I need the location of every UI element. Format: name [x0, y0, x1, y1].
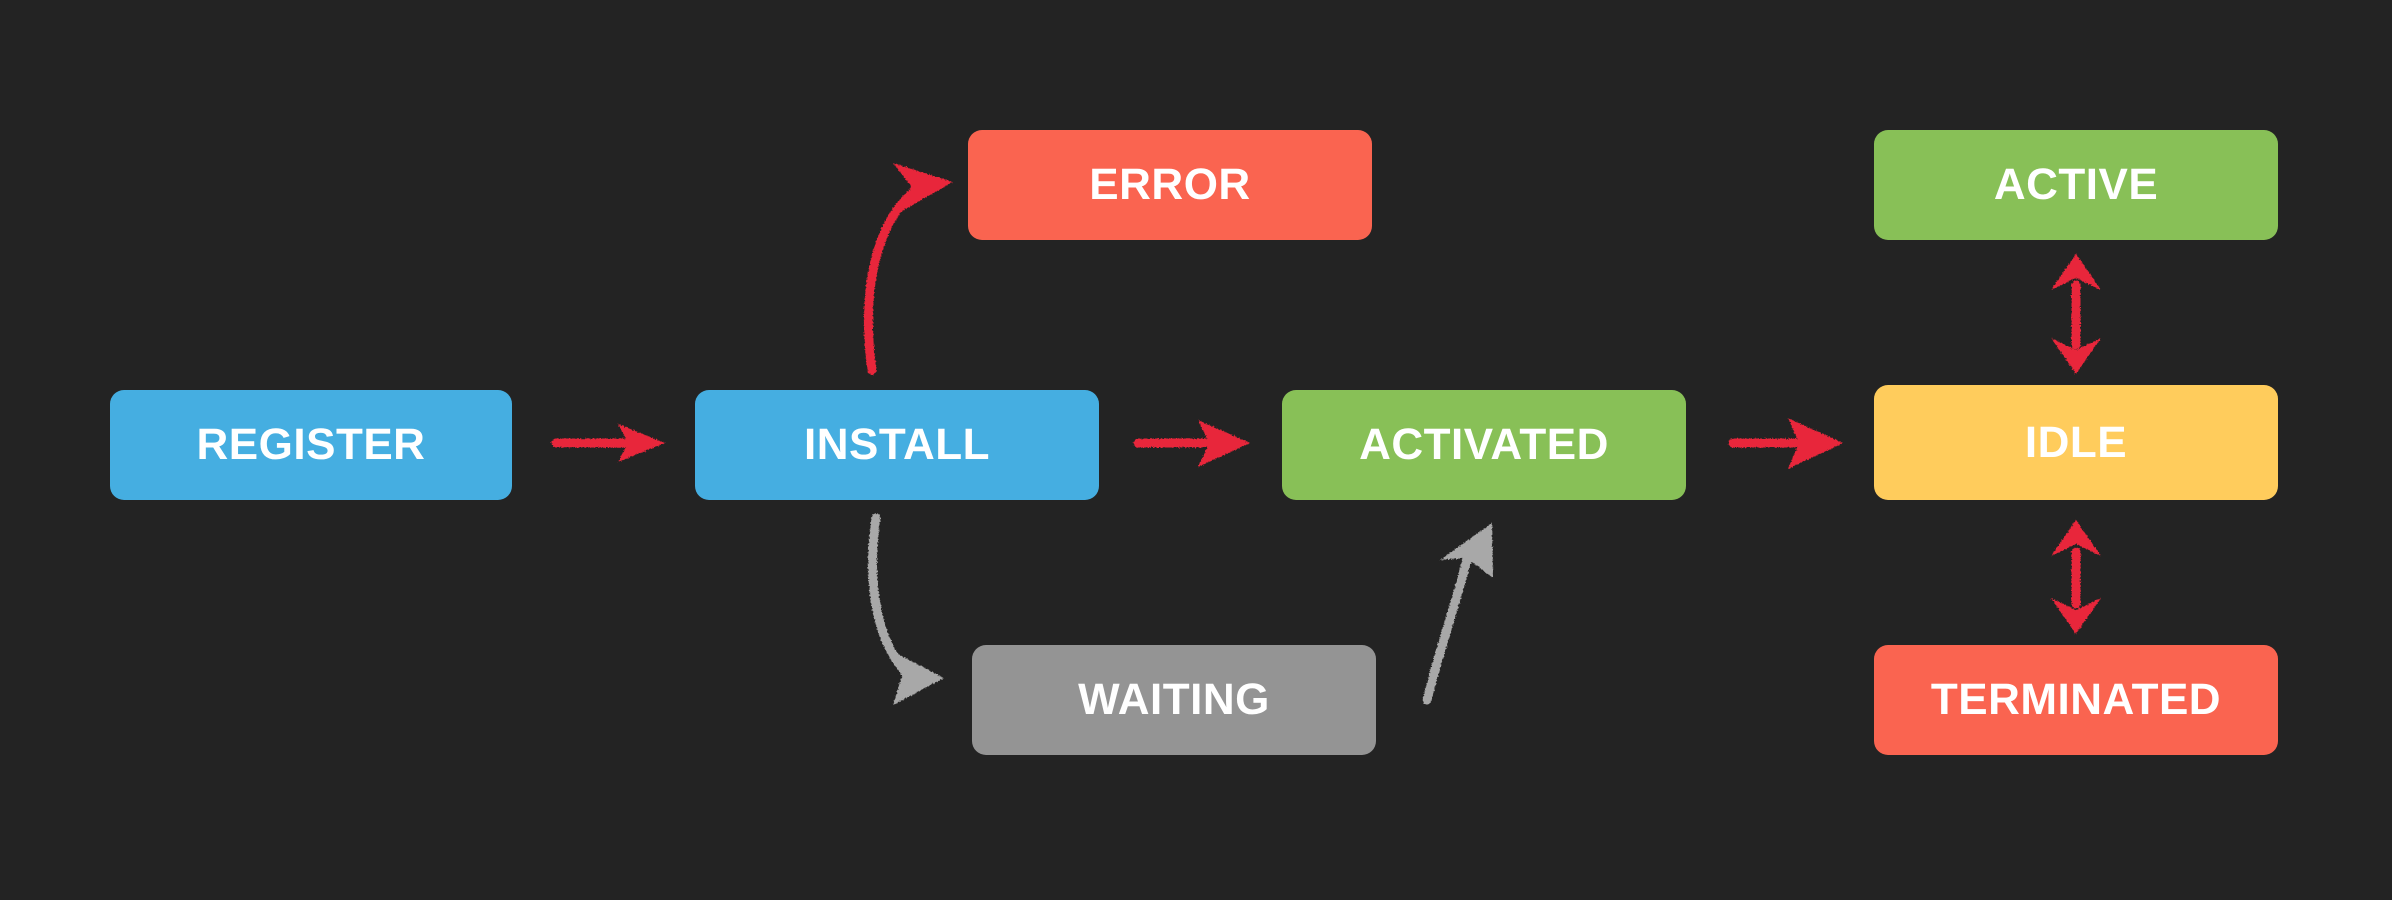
state-node-active[interactable]: ACTIVE [1874, 130, 2278, 240]
state-node-terminated-label: TERMINATED [1930, 675, 2222, 724]
edge-activated-to-idle [1728, 418, 1843, 469]
state-node-active-label: ACTIVE [1993, 160, 2159, 209]
state-node-error[interactable]: ERROR [968, 130, 1372, 240]
state-node-register-label: REGISTER [196, 420, 426, 469]
state-node-waiting-label: WAITING [1078, 675, 1270, 724]
state-node-activated[interactable]: ACTIVATED [1282, 390, 1686, 500]
edge-waiting-to-activated [1422, 523, 1493, 705]
edge-active-idle [2051, 254, 2101, 374]
state-node-waiting[interactable]: WAITING [972, 645, 1376, 755]
state-node-install-label: INSTALL [804, 420, 990, 469]
edge-register-to-install [551, 424, 665, 462]
state-node-activated-label: ACTIVATED [1359, 420, 1609, 469]
edge-install-to-activated [1133, 420, 1250, 467]
state-node-idle-label: IDLE [2024, 417, 2128, 467]
edge-install-to-waiting [868, 513, 944, 705]
state-node-error-label: ERROR [1089, 160, 1251, 209]
edge-install-to-error [864, 163, 953, 375]
edge-idle-terminated [2051, 520, 2101, 634]
state-node-register[interactable]: REGISTER [110, 390, 512, 500]
state-node-terminated[interactable]: TERMINATED [1874, 645, 2278, 755]
state-node-idle[interactable]: IDLE [1874, 385, 2278, 500]
state-node-install[interactable]: INSTALL [695, 390, 1099, 500]
